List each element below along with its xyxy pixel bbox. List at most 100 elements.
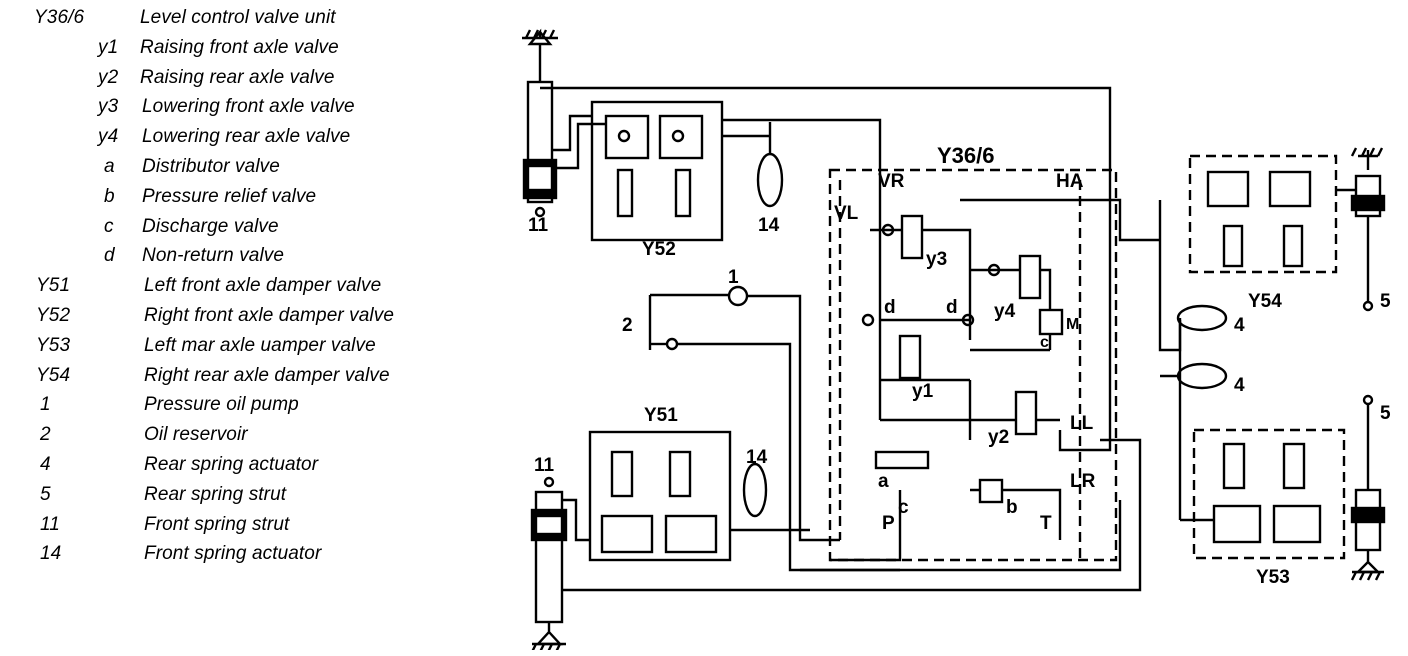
legend-code: c <box>104 215 114 237</box>
legend-description: Left mar axle uamper valve <box>144 334 376 356</box>
legend-code: y2 <box>98 66 119 88</box>
legend-description: Front spring actuator <box>144 543 322 565</box>
label-ha: HA <box>1056 171 1084 192</box>
legend-row: 2 Oil reservoir <box>0 421 470 449</box>
label-y36-6: Y36/6 <box>937 143 995 168</box>
legend-description: Raising front axle valve <box>140 36 339 58</box>
legend-description: Left front axle damper valve <box>144 275 382 297</box>
legend-code: d <box>104 245 115 267</box>
rear-spring-strut-top <box>1350 147 1386 312</box>
legend-code: Y36/6 <box>34 7 85 28</box>
label-c: c <box>898 497 909 518</box>
legend-description: Oil reservoir <box>144 424 248 446</box>
label-14a: 14 <box>758 215 780 236</box>
label-y1: y1 <box>912 381 934 402</box>
label-m: M <box>1066 316 1080 333</box>
diagram-lines <box>522 28 1386 650</box>
legend-description: Rear spring actuator <box>144 454 319 475</box>
legend-row: c Discharge valve <box>0 213 470 241</box>
label-y51: Y51 <box>644 405 678 426</box>
legend-description: Right rear axle damper valve <box>144 364 390 386</box>
label-y52: Y52 <box>642 239 676 260</box>
legend-description: Discharge valve <box>142 215 279 237</box>
legend-code: 4 <box>40 454 51 475</box>
legend-description: Distributor valve <box>142 156 280 177</box>
legend-code: Y51 <box>36 275 71 297</box>
label-2: 2 <box>622 315 633 336</box>
label-4b: 4 <box>1234 375 1245 396</box>
legend-code: 14 <box>40 543 62 565</box>
y51-damper-valve <box>588 430 732 562</box>
legend-code: y1 <box>98 36 119 58</box>
legend-code: a <box>104 156 115 177</box>
legend-row: y1 Raising front axle valve <box>0 34 470 62</box>
legend-row: y2 Raising rear axle valve <box>0 64 470 92</box>
label-t: T <box>1040 513 1052 534</box>
legend-code: Y54 <box>36 364 71 386</box>
label-1: 1 <box>728 267 739 288</box>
legend-row: y4 Lowering rear axle valve <box>0 123 470 151</box>
legend-description: Rear spring strut <box>144 483 287 505</box>
pressure-oil-pump <box>727 285 749 307</box>
rear-spring-strut-bottom <box>1350 394 1386 581</box>
legend-code: 1 <box>40 394 51 416</box>
label-lr: LR <box>1070 471 1096 492</box>
label-11b: 11 <box>534 455 555 476</box>
legend-code: 11 <box>40 513 60 535</box>
legend-row: a Distributor valve <box>0 153 470 181</box>
rear-spring-actuator-2 <box>1176 362 1228 390</box>
label-y2: y2 <box>988 427 1010 448</box>
legend-code: 2 <box>40 424 51 446</box>
front-spring-actuator-top <box>756 152 784 208</box>
label-a: a <box>878 471 889 492</box>
legend-row: y3 Lowering front axle valve <box>0 93 470 121</box>
legend-row: Y51 Left front axle damper valve <box>0 272 470 300</box>
label-y53: Y53 <box>1256 567 1290 588</box>
label-e: c <box>1040 334 1049 351</box>
y54-damper-valve <box>1188 154 1338 274</box>
legend-code: 5 <box>40 483 51 505</box>
legend: Y36/6 Level control valve unit y1 Raising f… <box>0 0 470 656</box>
label-ll: LL <box>1070 413 1094 434</box>
legend-row: 5 Rear spring strut <box>0 481 470 509</box>
valve-b <box>978 478 1004 504</box>
valve-y1 <box>898 334 922 380</box>
legend-code: y3 <box>98 96 119 118</box>
y52-damper-valve <box>590 100 724 242</box>
y53-damper-valve <box>1192 428 1346 560</box>
label-b: b <box>1006 497 1018 518</box>
valve-y4 <box>1018 254 1042 300</box>
legend-description: Lowering rear axle valve <box>142 126 351 148</box>
label-d-left: d <box>884 297 896 318</box>
label-vr: VR <box>878 171 905 192</box>
legend-description: Non-return valve <box>142 245 285 267</box>
legend-row: 4 Rear spring actuator <box>0 451 470 479</box>
legend-row: Y54 Right rear axle damper valve <box>0 362 470 390</box>
legend-row: 1 Pressure oil pump <box>0 391 470 419</box>
legend-row: Y36/6 Level control valve unit <box>0 4 470 32</box>
front-spring-strut-top <box>522 28 558 218</box>
legend-description: Level control valve unit <box>140 7 336 28</box>
legend-code: Y52 <box>36 305 71 326</box>
legend-description: Pressure relief valve <box>142 185 317 207</box>
label-y4: y4 <box>994 301 1016 322</box>
front-spring-strut-bottom <box>530 476 568 650</box>
legend-description: Raising rear axle valve <box>140 66 335 88</box>
label-y54: Y54 <box>1248 291 1282 312</box>
valve-y2 <box>1014 390 1038 436</box>
label-d-right: d <box>946 297 958 318</box>
legend-description: Lowering front axle valve <box>142 96 355 118</box>
label-p: P <box>882 513 895 534</box>
legend-row: d Non-return valve <box>0 242 470 270</box>
rear-spring-actuator-1 <box>1176 304 1228 332</box>
valve-y3 <box>900 214 924 260</box>
legend-description: Front spring strut <box>144 513 290 535</box>
label-4a: 4 <box>1234 315 1245 336</box>
hydraulic-diagram: Y36/6 VR HA VL LL LR y3 y4 y1 y2 d d a b… <box>500 20 1400 650</box>
label-5b: 5 <box>1380 403 1391 424</box>
legend-description: Pressure oil pump <box>144 394 299 416</box>
legend-code: y4 <box>98 126 119 148</box>
legend-row: 14 Front spring actuator <box>0 540 470 568</box>
